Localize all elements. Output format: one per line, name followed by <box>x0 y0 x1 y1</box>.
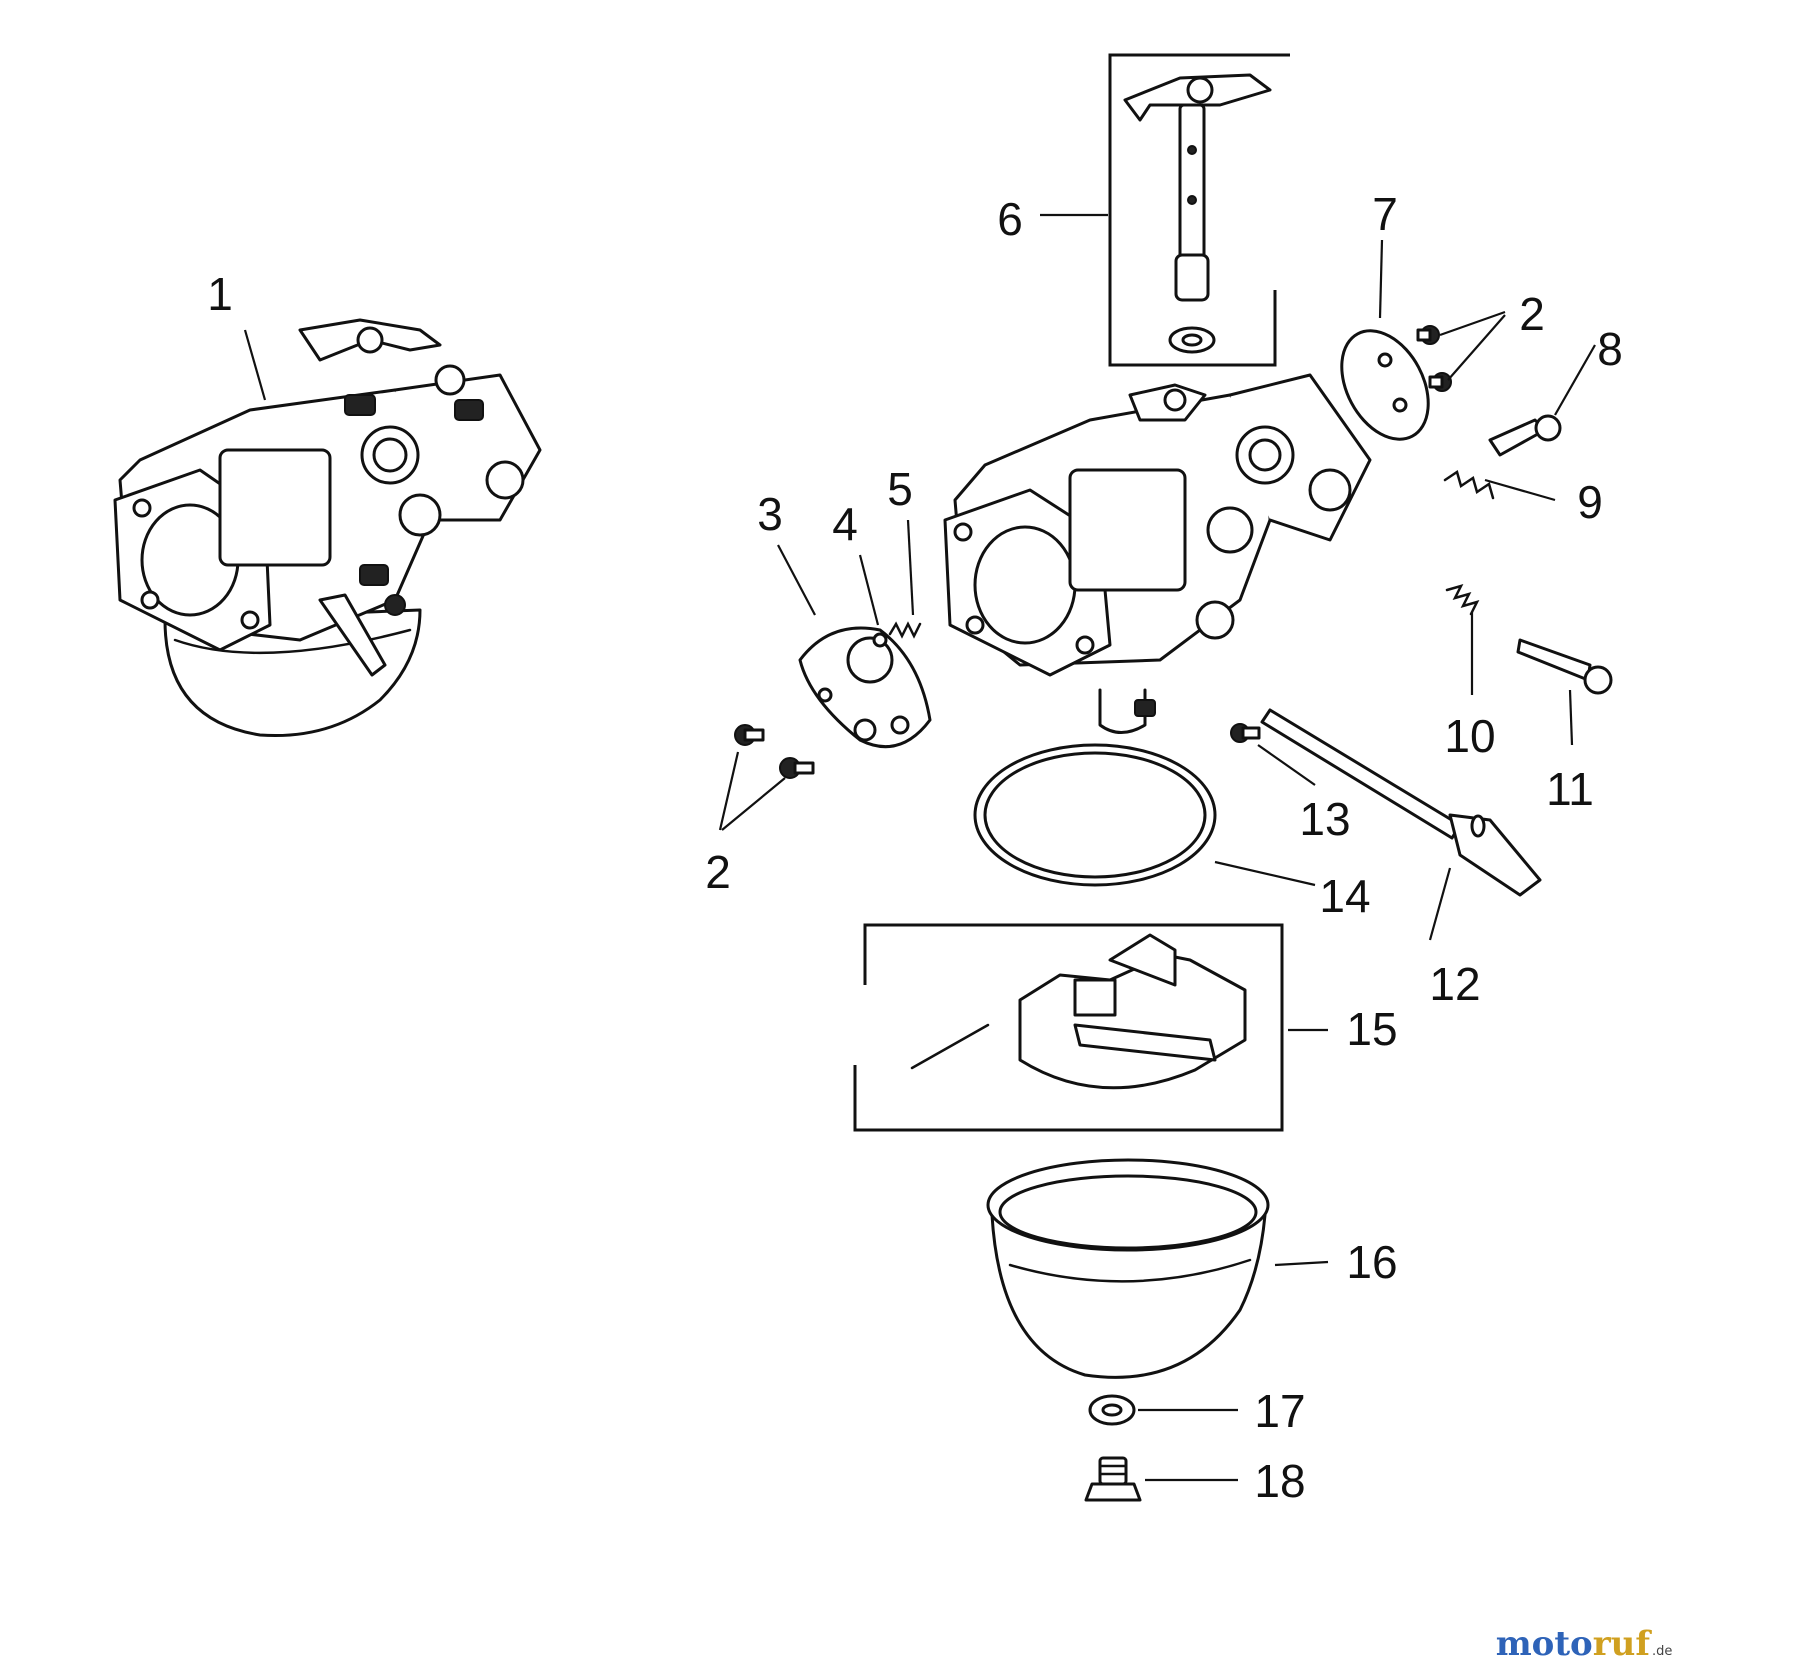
part-11-idle-screw <box>1516 638 1613 695</box>
callout-7: 7 <box>1372 188 1398 240</box>
svg-text:motoruf: motoruf <box>1496 1624 1653 1664</box>
part-5-spring <box>888 621 922 639</box>
part-6-throttle-shaft-group <box>1108 53 1290 367</box>
callout-4: 4 <box>832 498 858 550</box>
part-12-choke-shaft <box>1260 708 1542 897</box>
watermark-logo: motoruf .de <box>1496 1624 1673 1664</box>
part-9-spring <box>1443 470 1495 500</box>
part-15-float-group <box>853 923 1284 1132</box>
callout-labels: 1 2 2 3 4 5 6 7 8 9 10 11 12 13 14 15 16… <box>207 188 1623 1507</box>
part-7-gasket <box>1340 329 1430 441</box>
watermark-brand-b: ruf <box>1593 1624 1653 1664</box>
part-2-screws-right <box>1416 325 1452 392</box>
carburetor-assembly-drawing <box>113 318 542 738</box>
part-8-needle-screw <box>1488 414 1562 457</box>
callout-9: 9 <box>1577 476 1603 528</box>
callout-2-left: 2 <box>705 846 731 898</box>
callout-3: 3 <box>757 488 783 540</box>
carburetor-body-drawing <box>943 373 1372 734</box>
part-18-drain-plug <box>1084 1456 1142 1502</box>
callout-16: 16 <box>1346 1236 1397 1288</box>
part-14-o-ring <box>973 743 1217 887</box>
part-3-gasket <box>798 626 932 749</box>
callout-12: 12 <box>1429 958 1480 1010</box>
part-2-screws-left <box>734 724 815 779</box>
watermark-brand-a: moto <box>1496 1624 1593 1664</box>
leader-lines <box>243 213 1596 1482</box>
callout-11: 11 <box>1546 763 1594 815</box>
callout-1: 1 <box>207 268 233 320</box>
part-4-ball <box>872 632 888 648</box>
callout-17: 17 <box>1254 1385 1305 1437</box>
watermark-suffix: .de <box>1652 1644 1672 1659</box>
callout-5: 5 <box>887 463 913 515</box>
callout-6: 6 <box>997 193 1023 245</box>
callout-15: 15 <box>1346 1003 1397 1055</box>
callout-14: 14 <box>1319 870 1370 922</box>
callout-2-right: 2 <box>1519 288 1545 340</box>
callout-10: 10 <box>1444 710 1495 762</box>
callout-18: 18 <box>1254 1455 1305 1507</box>
part-10-spring <box>1445 584 1480 616</box>
callout-8: 8 <box>1597 323 1623 375</box>
part-13-screw <box>1230 723 1261 743</box>
part-17-washer <box>1088 1394 1136 1426</box>
callout-13: 13 <box>1299 793 1350 845</box>
part-16-float-bowl <box>986 1158 1270 1379</box>
